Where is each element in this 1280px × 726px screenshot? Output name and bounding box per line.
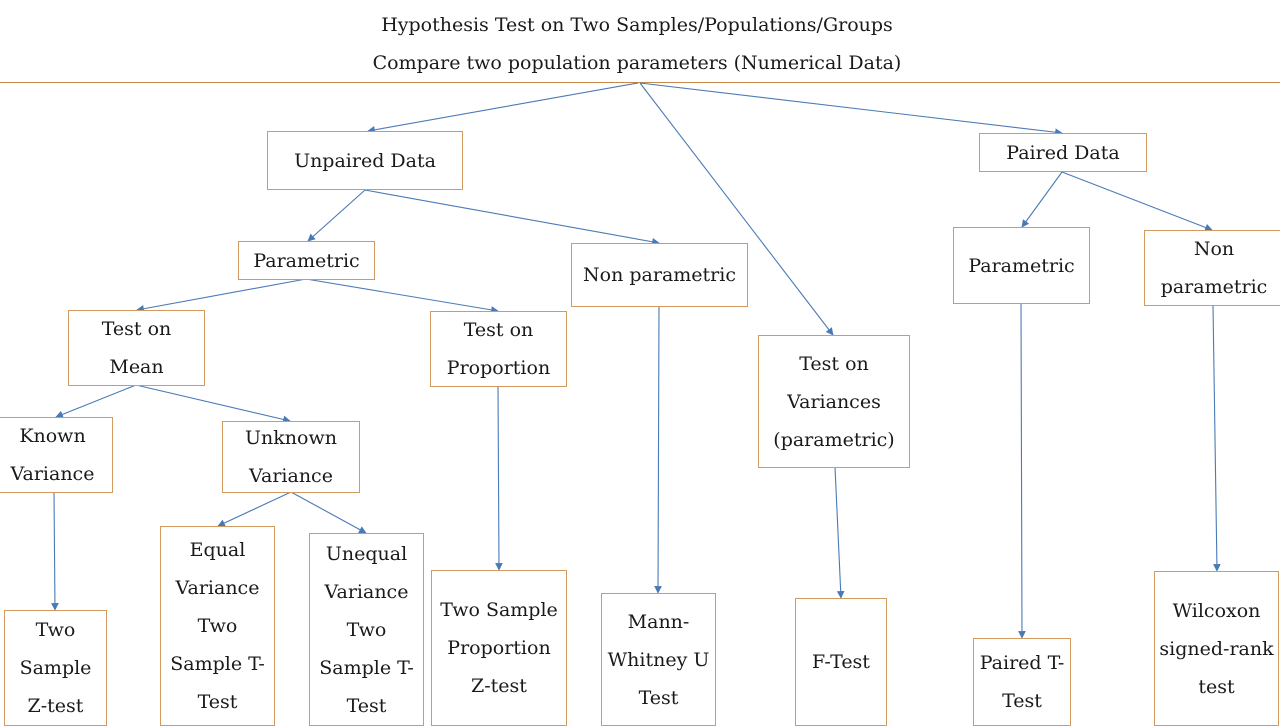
arrow-parametric-mean (136, 278, 307, 313)
arrow-proportion-z (495, 385, 503, 571)
arrow-unknown-equal (217, 491, 292, 527)
node-proportion-z-test: Two Sample Proportion Z-test (431, 570, 567, 726)
arrow-variances-ftest (834, 466, 845, 599)
arrow-parametric-proportion (305, 278, 499, 314)
arrow-parametric-pairedt (1018, 302, 1026, 639)
node-paired-parametric: Parametric (953, 227, 1090, 304)
arrow-known-z (51, 491, 59, 611)
arrow-unpaired-parametric (307, 189, 366, 242)
node-mann-whitney-u-test: Mann-Whitney U Test (601, 593, 716, 726)
arrow-root-paired (639, 82, 1063, 137)
node-unequal-variance-t-test: Unequal Variance Two Sample T-Test (309, 533, 424, 726)
node-paired-t-test: Paired T-Test (973, 638, 1071, 726)
node-known-variance: Known Variance (0, 417, 113, 493)
node-unpaired-nonparametric: Non parametric (571, 243, 748, 307)
node-test-on-proportion: Test on Proportion (430, 311, 567, 387)
node-unknown-variance: Unknown Variance (222, 421, 360, 493)
arrow-nonparametric-wilcoxon (1212, 304, 1221, 572)
node-paired-data: Paired Data (979, 133, 1147, 172)
arrow-paired-nonparametric (1061, 171, 1213, 232)
arrow-nonparametric-mannwhitney (654, 305, 662, 594)
arrow-mean-unknown (135, 384, 291, 424)
node-f-test: F-Test (795, 598, 887, 726)
arrow-mean-known (55, 384, 137, 419)
arrow-unknown-unequal (290, 491, 367, 534)
title-divider (0, 82, 1280, 83)
arrow-paired-parametric (1021, 171, 1063, 228)
node-unpaired-data: Unpaired Data (267, 131, 463, 190)
node-test-on-mean: Test on Mean (68, 310, 205, 386)
node-wilcoxon-signed-rank-test: Wilcoxon signed-rank test (1154, 571, 1279, 726)
node-test-on-variances: Test on Variances (parametric) (758, 335, 910, 468)
arrow-root-variances (639, 82, 834, 336)
diagram-title: Hypothesis Test on Two Samples/Populatio… (381, 14, 893, 36)
arrow-unpaired-nonparametric (364, 189, 660, 246)
arrow-root-unpaired (367, 82, 639, 134)
node-two-sample-z-test: Two Sample Z-test (4, 610, 107, 726)
node-paired-nonparametric: Non parametric (1144, 230, 1280, 306)
node-unpaired-parametric: Parametric (238, 241, 375, 280)
node-equal-variance-t-test: Equal Variance Two Sample T-Test (160, 526, 275, 726)
diagram-subtitle: Compare two population parameters (Numer… (372, 52, 902, 74)
